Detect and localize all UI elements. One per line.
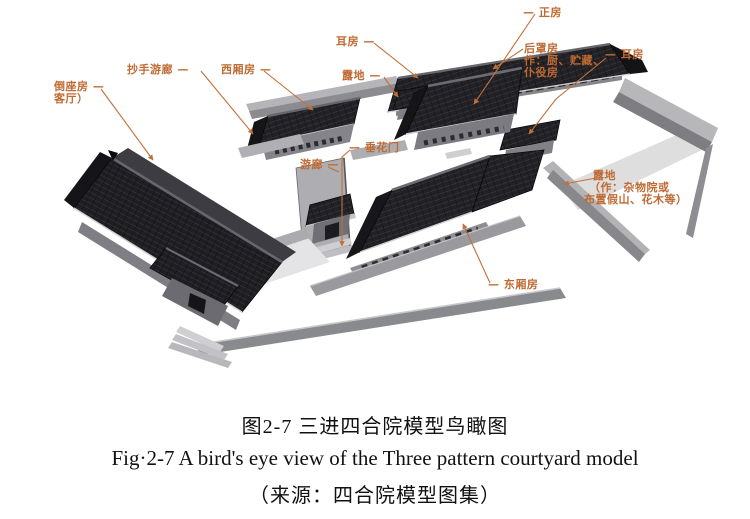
label-zhengfang: — 正房 [523, 6, 562, 19]
model-shapes [64, 42, 718, 368]
caption-chinese: 图2-7 三进四合院模型鸟瞰图 [241, 416, 509, 438]
label-ludi-east-line2: （作：杂物院或 [589, 180, 670, 194]
label-ludi-east: 露地 （作：杂物院或 布置假山、花木等） [584, 169, 688, 206]
label-daozuofang-line2: 客厅） [54, 91, 89, 105]
label-ludi-east-line3: 布置假山、花木等） [584, 192, 688, 206]
label-ludi-east-line1: 露地 [593, 169, 616, 182]
label-houzhaofang-line3: 仆役房 [524, 65, 559, 79]
caption-source: （来源：四合院模型图集） [249, 485, 501, 507]
label-houzhaofang-line2: 作：厨、贮藏、 [524, 53, 605, 67]
label-ludi-center: 露地 — [342, 69, 381, 82]
label-erfang-east: — 耳房 [605, 48, 644, 61]
label-daozuofang-line1: 倒座房 — [54, 80, 105, 93]
label-houzhaofang-line1: 后罩房 [524, 42, 559, 55]
leader-lines [100, 13, 607, 284]
label-chuihuamen: — 垂花门 [349, 141, 400, 154]
label-erfang-west: 耳房 — [336, 35, 375, 48]
courtyard-model-illustration [64, 13, 718, 368]
label-houzhaofang: 后罩房 作：厨、贮藏、 仆役房 [524, 43, 605, 79]
label-xixiangfang: 西厢房 — [221, 63, 272, 76]
label-youlang: 游廊 — [300, 158, 339, 171]
label-daozuofang: 倒座房 — 客厅） [54, 81, 104, 105]
caption-english: Fig·2-7 A bird's eye view of the Three p… [111, 446, 639, 470]
label-dongxiangfang: — 东厢房 [488, 278, 539, 291]
figure-2-7: 倒座房 — 客厅） 抄手游廊 — 西厢房 — 耳房 — 露地 — — 正房 后罩… [54, 6, 718, 368]
label-chaoshouyoulang: 抄手游廊 — [127, 63, 189, 76]
